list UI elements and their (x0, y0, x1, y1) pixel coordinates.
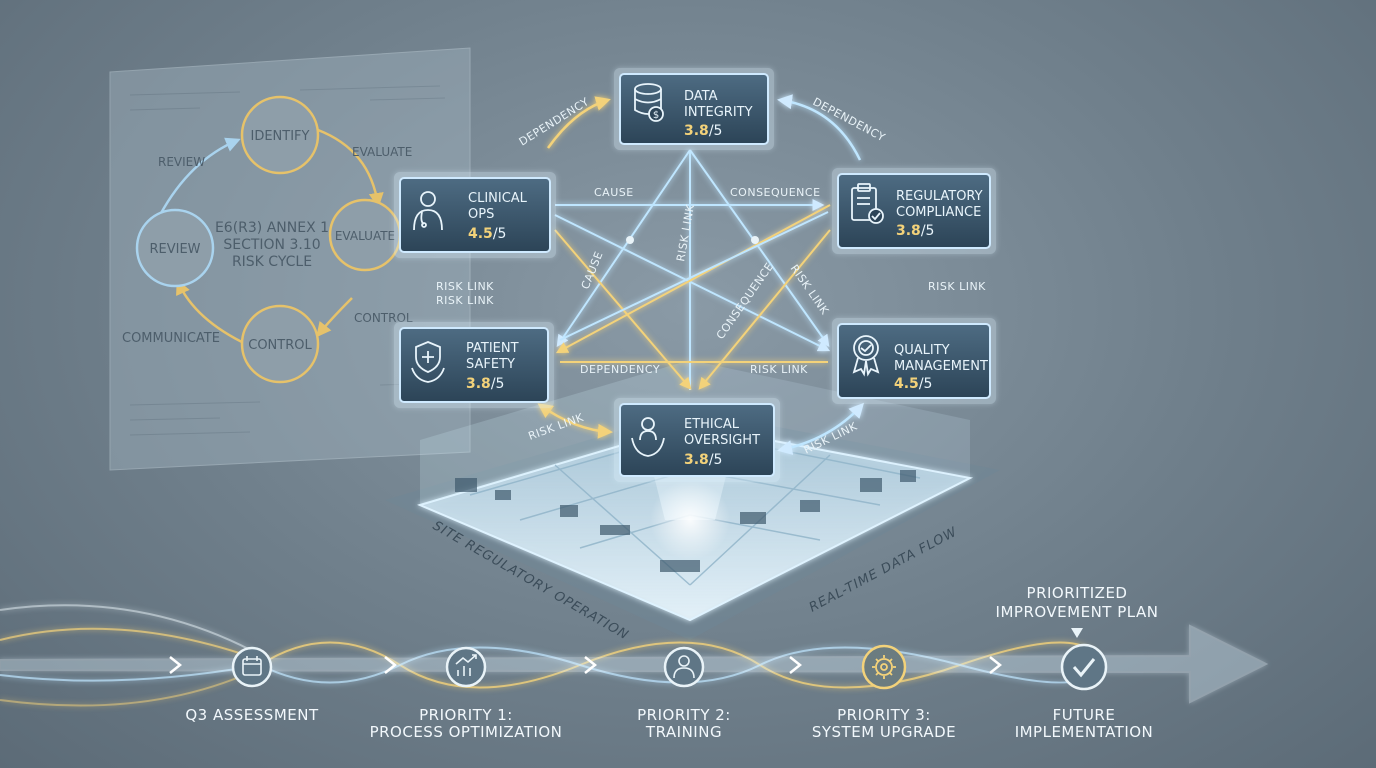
timeline-step-future-implementation[interactable]: FUTURE IMPLEMENTATION (1015, 643, 1154, 741)
svg-text:3.8/5: 3.8/5 (896, 223, 934, 239)
svg-text:QUALITY: QUALITY (894, 343, 950, 358)
svg-text:PRIORITY 3:: PRIORITY 3: (837, 706, 931, 724)
svg-text:RISK CYCLE: RISK CYCLE (232, 254, 312, 270)
cycle-label-communicate: COMMUNICATE (122, 331, 220, 346)
calendar-icon (242, 656, 262, 676)
svg-text:Q3 ASSESSMENT: Q3 ASSESSMENT (185, 706, 319, 724)
svg-text:PROCESS OPTIMIZATION: PROCESS OPTIMIZATION (370, 723, 563, 741)
svg-text:PRIORITIZED: PRIORITIZED (1027, 584, 1128, 602)
clipboard-check-icon (851, 183, 884, 224)
cycle-label-review: REVIEW (158, 155, 205, 169)
svg-text:CLINICAL: CLINICAL (468, 191, 528, 206)
svg-text:RISK LINK: RISK LINK (788, 262, 832, 317)
risk-cycle-center: E6(R3) ANNEX 1 SECTION 3.10 RISK CYCLE (215, 220, 329, 270)
person-hands-icon (631, 417, 665, 457)
svg-text:3.8/5: 3.8/5 (684, 452, 722, 468)
shield-hands-icon (411, 341, 445, 383)
svg-text:$: $ (653, 110, 659, 121)
cycle-label-evaluate: EVALUATE (352, 145, 412, 159)
svg-text:TRAINING: TRAINING (645, 723, 722, 741)
svg-text:CONTROL: CONTROL (248, 338, 312, 353)
svg-text:IDENTIFY: IDENTIFY (251, 129, 310, 144)
panel-patient-safety[interactable]: PATIENT SAFETY 3.8/5 (394, 322, 554, 408)
panel-data-integrity[interactable]: $ DATA INTEGRITY 3.8/5 (614, 68, 774, 150)
edge-ethical-quality (777, 402, 865, 455)
svg-text:RISK LINK: RISK LINK (750, 363, 808, 376)
svg-text:4.5/5: 4.5/5 (894, 376, 932, 392)
trainer-icon (673, 655, 695, 679)
timeline-step-priority-1[interactable]: PRIORITY 1: PROCESS OPTIMIZATION (370, 646, 563, 741)
svg-text:REVIEW: REVIEW (149, 242, 200, 257)
doctor-icon (413, 191, 443, 231)
svg-text:DEPENDENCY: DEPENDENCY (580, 363, 660, 376)
checkmark-icon (1072, 658, 1096, 678)
gear-icon (872, 655, 896, 679)
svg-text:OPS: OPS (468, 207, 494, 222)
svg-text:RISK LINK: RISK LINK (436, 294, 494, 307)
svg-text:IMPROVEMENT PLAN: IMPROVEMENT PLAN (996, 603, 1159, 621)
svg-text:COMPLIANCE: COMPLIANCE (896, 205, 981, 220)
svg-text:MANAGEMENT: MANAGEMENT (894, 359, 988, 374)
database-icon: $ (634, 83, 664, 122)
svg-text:CONSEQUENCE: CONSEQUENCE (714, 260, 777, 342)
panel-clinical-ops[interactable]: CLINICAL OPS 4.5/5 (394, 172, 556, 258)
cycle-node-review: REVIEW (135, 208, 215, 288)
cycle-node-evaluate: EVALUATE (328, 198, 402, 272)
svg-text:DEPENDENCY: DEPENDENCY (811, 95, 888, 144)
svg-text:RISK LINK: RISK LINK (928, 280, 986, 293)
background-document (109, 47, 471, 471)
cycle-node-identify: IDENTIFY (240, 95, 320, 175)
svg-text:EVALUATE: EVALUATE (335, 229, 395, 243)
risk-cycle-diagram: IDENTIFY EVALUATE CONTROL REVIEW E6(R3) … (122, 95, 413, 384)
award-badge-icon (852, 335, 880, 377)
svg-text:PATIENT: PATIENT (466, 341, 519, 356)
edge-patient-ethical (537, 403, 613, 439)
svg-text:DATA: DATA (684, 89, 718, 104)
svg-text:FUTURE: FUTURE (1053, 706, 1116, 724)
panel-regulatory-compliance[interactable]: REGULATORY COMPLIANCE 3.8/5 (832, 168, 996, 254)
panel-quality-management[interactable]: QUALITY MANAGEMENT 4.5/5 (832, 318, 996, 404)
svg-text:IMPLEMENTATION: IMPLEMENTATION (1015, 723, 1154, 741)
svg-text:4.5/5: 4.5/5 (468, 226, 506, 242)
edge-clinical-data (546, 96, 611, 149)
base-platform: SITE REGULATORY OPERATION REAL-TIME DATA… (385, 360, 1000, 643)
svg-text:PRIORITY 1:: PRIORITY 1: (419, 706, 513, 724)
timeline-step-q3-assessment[interactable]: Q3 ASSESSMENT (185, 646, 319, 724)
svg-text:E6(R3) ANNEX 1: E6(R3) ANNEX 1 (215, 220, 329, 236)
svg-text:SYSTEM UPGRADE: SYSTEM UPGRADE (812, 723, 956, 741)
edge-data-regulatory (777, 94, 862, 161)
improvement-timeline: PRIORITIZED IMPROVEMENT PLAN Q3 ASSESSME… (0, 584, 1269, 741)
risk-domain-panels: $ DATA INTEGRITY 3.8/5 CLINICAL OPS 4.5/… (394, 68, 996, 482)
cycle-node-control: CONTROL (240, 304, 320, 384)
timeline-step-priority-2[interactable]: PRIORITY 2: TRAINING (637, 646, 731, 741)
timeline-header: PRIORITIZED IMPROVEMENT PLAN (996, 584, 1159, 638)
svg-text:CAUSE: CAUSE (594, 186, 634, 199)
svg-text:REGULATORY: REGULATORY (896, 189, 983, 204)
svg-text:OVERSIGHT: OVERSIGHT (684, 433, 760, 448)
timeline-step-priority-3[interactable]: PRIORITY 3: SYSTEM UPGRADE (812, 644, 956, 741)
svg-text:SAFETY: SAFETY (466, 357, 515, 372)
svg-text:ETHICAL: ETHICAL (684, 417, 740, 432)
chart-growth-icon (455, 654, 477, 676)
svg-text:PRIORITY 2:: PRIORITY 2: (637, 706, 731, 724)
svg-text:RISK LINK: RISK LINK (674, 203, 697, 263)
svg-text:RISK LINK: RISK LINK (436, 280, 494, 293)
svg-text:CONSEQUENCE: CONSEQUENCE (730, 186, 821, 199)
svg-text:3.8/5: 3.8/5 (466, 376, 504, 392)
svg-text:INTEGRITY: INTEGRITY (684, 105, 753, 120)
svg-text:3.8/5: 3.8/5 (684, 123, 722, 139)
panel-ethical-oversight[interactable]: ETHICAL OVERSIGHT 3.8/5 (614, 398, 780, 482)
cycle-label-control: CONTROL (354, 311, 413, 325)
risk-network-connections (462, 94, 926, 455)
svg-text:SECTION 3.10: SECTION 3.10 (223, 237, 320, 253)
